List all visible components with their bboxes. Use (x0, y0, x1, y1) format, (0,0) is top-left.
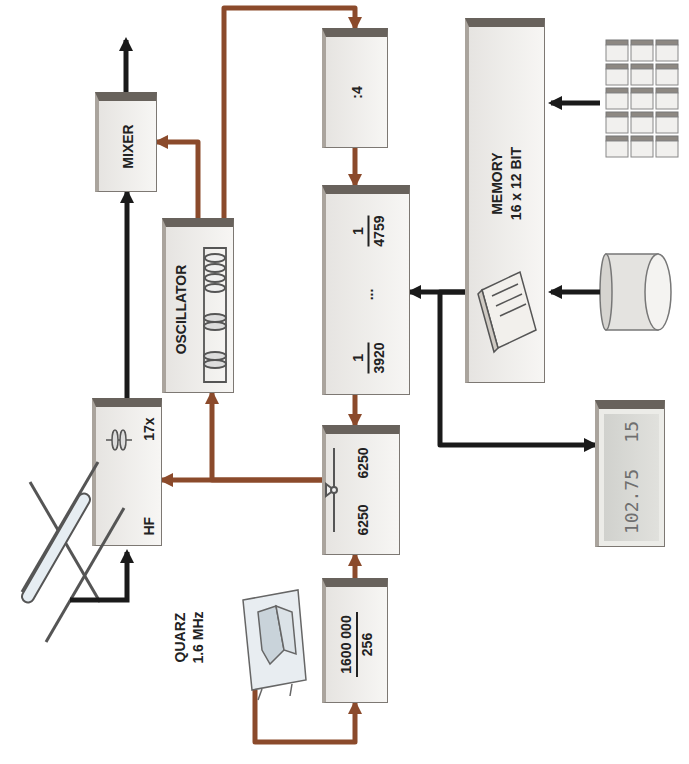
label-group: 1600 000256 (337, 612, 375, 676)
rotated-label-frame: MEMORY16 x 12 BIT (469, 27, 544, 382)
rotated-label-frame: 6250 6250 (326, 434, 399, 554)
rotated-label-frame: 13920...14759 (326, 194, 409, 394)
mixer-output (124, 40, 129, 92)
label-group: 6250 (353, 447, 371, 478)
clock-arrow (157, 142, 198, 218)
divider-block: 13920...14759 (322, 185, 410, 395)
tuning-knob (600, 254, 671, 330)
block-label: OSCILLATOR (172, 265, 190, 355)
block-label: HF (139, 516, 157, 535)
phase-comparator-block: 6250 6250 (322, 425, 400, 555)
quartz-label: QUARZ1.6 MHz (165, 585, 310, 690)
hf-amplifier-block: HF 17x (92, 398, 162, 546)
block-label: 1600 000 (337, 612, 357, 676)
label-group: 102.75 (621, 469, 642, 534)
label-group: 17x (139, 417, 157, 440)
oscillator-block: OSCILLATOR (162, 218, 234, 393)
block-label: 3920 (369, 342, 387, 373)
prescaler-block: :4 (322, 28, 388, 148)
label-group: HF (139, 516, 157, 535)
rotated-label-frame: 1600 000256 (326, 587, 387, 702)
block-label: 15 (621, 421, 642, 443)
label-group: 14759 (348, 215, 386, 246)
clock-arrow (353, 395, 358, 425)
keypad-arrow (551, 101, 600, 106)
label-group: 6250 (353, 504, 371, 535)
memory-block: MEMORY16 x 12 BIT (465, 18, 545, 383)
label-group: OSCILLATOR (172, 265, 190, 355)
block-label: 16 x 12 BIT (507, 147, 525, 220)
block-label: QUARZ (171, 613, 189, 663)
rotated-label-frame: OSCILLATOR (166, 227, 233, 392)
block-label: 4759 (369, 215, 387, 246)
block-label: 1 (348, 215, 368, 246)
rotated-label-frame: HF 17x (96, 407, 161, 545)
label-group: :4 (347, 86, 365, 98)
block-label: 256 (358, 612, 376, 676)
rotated-label-frame: MIXER (99, 101, 156, 191)
block-label: 17x (139, 417, 157, 440)
label-group: 15 (621, 421, 642, 443)
quartz-crystal (243, 590, 306, 700)
block-label: MIXER (118, 124, 136, 168)
frequency-display: 102.75 15 (595, 400, 665, 547)
label-group: 13920 (348, 342, 386, 373)
antenna-feed (70, 552, 127, 600)
keypad (606, 40, 678, 157)
block-label: 6250 (353, 504, 371, 535)
reference-divider-block: 1600 000256 (322, 578, 388, 703)
clock-arrow (353, 555, 358, 578)
clock-arrow (353, 148, 358, 185)
rotated-label-frame: QUARZ1.6 MHz (165, 585, 310, 690)
label-group: MEMORY16 x 12 BIT (488, 147, 524, 220)
block-label: 102.75 (621, 469, 642, 534)
signal-arrow (125, 192, 130, 398)
block-label: MEMORY (488, 152, 506, 214)
rotated-label-frame: :4 (326, 37, 387, 147)
block-label: 6250 (353, 447, 371, 478)
knob-arrow (551, 290, 600, 295)
block-label: 1 (348, 342, 368, 373)
mixer-block: MIXER (95, 92, 157, 192)
block-label: 1.6 MHz (189, 611, 207, 663)
label-group: MIXER (118, 124, 136, 168)
label-group: QUARZ1.6 MHz (171, 611, 207, 663)
block-label: ... (358, 288, 376, 300)
label-group: ... (358, 288, 376, 300)
clock-arrow (212, 393, 322, 480)
rotated-label-frame: 102.75 15 (599, 409, 664, 546)
block-label: :4 (347, 86, 365, 98)
